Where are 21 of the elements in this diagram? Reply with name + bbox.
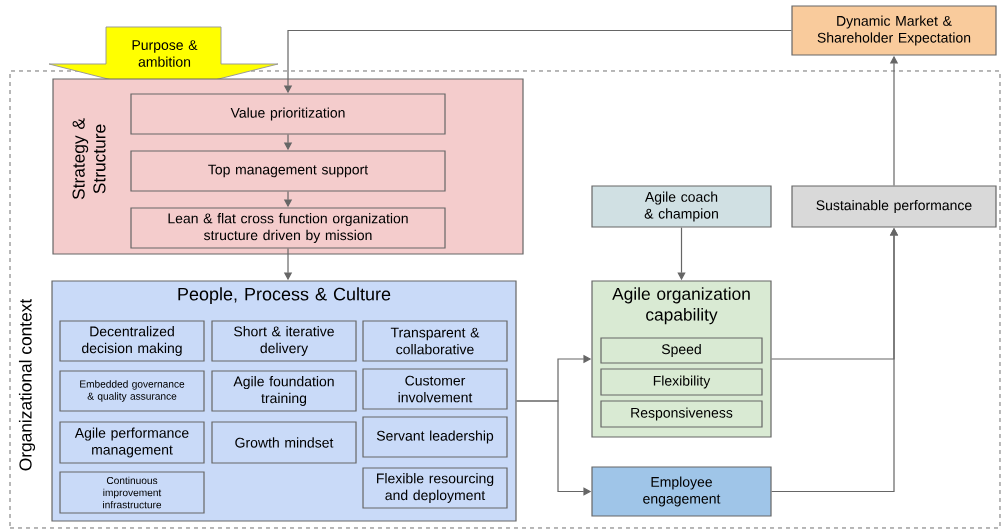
process-box: Sustainable performance [791,185,997,228]
process-box: Embedded governance & quality assurance [59,370,205,412]
process-box: Employee engagement [591,466,772,517]
process-box: Transparent & collaborative [362,320,508,362]
process-box: Continuous improvement infrastructure [59,471,205,514]
process-box: Agile performance management [59,421,205,464]
process-box: Growth mindset [211,421,357,464]
process-box: Servant leadership [362,416,508,458]
process-box: Flexibility [600,368,763,396]
process-box: Agile foundation training [211,370,357,412]
process-box: Dynamic Market & Shareholder Expectation [791,5,997,56]
process-box: Customer involvement [362,368,508,410]
process-box: Top management support [130,150,446,192]
process-box: Speed [600,337,763,364]
process-box: Short & iterative delivery [211,320,357,362]
process-box: Decentralized decision making [59,320,205,362]
process-box: Flexible resourcing and deployment [362,467,508,509]
process-box: Value prioritization [130,93,446,135]
process-box: Responsiveness [600,400,763,428]
process-box: Agile coach & champion [591,185,772,228]
process-box: Lean & flat cross function organization structure driven by mission [130,207,446,249]
